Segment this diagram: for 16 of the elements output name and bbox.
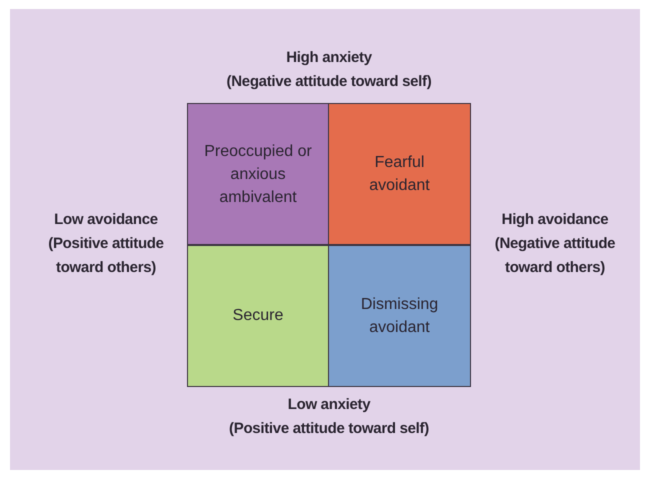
axis-description: (Negative attitude toward others) bbox=[494, 234, 616, 278]
axis-description: (Positive attitude toward self) bbox=[229, 419, 429, 439]
quadrant-cell bbox=[328, 103, 471, 245]
axis-label: High avoidance bbox=[502, 210, 608, 230]
axis-label: Low anxiety bbox=[288, 395, 370, 415]
axis-description: (Positive attitude toward others) bbox=[47, 234, 165, 278]
quadrant-cell bbox=[187, 103, 329, 245]
axis-label: High anxiety bbox=[286, 48, 372, 68]
quadrant-label: Secure bbox=[232, 306, 284, 326]
axis-label: Low avoidance bbox=[54, 210, 158, 230]
quadrant-cell bbox=[328, 244, 471, 387]
quadrant-label: Preoccupied or anxious ambivalent bbox=[204, 142, 312, 208]
quadrant-cell bbox=[187, 244, 329, 387]
quadrant-label: Fearful avoidant bbox=[368, 153, 431, 196]
axis-description: (Negative attitude toward self) bbox=[226, 72, 432, 92]
quadrant-label: Dismissing avoidant bbox=[360, 294, 440, 338]
